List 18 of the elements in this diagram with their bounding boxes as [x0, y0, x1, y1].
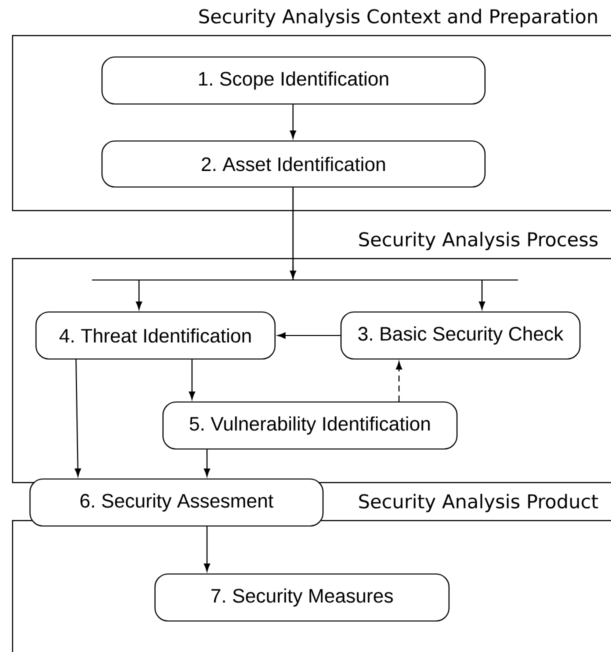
arrow	[277, 332, 340, 339]
section-heading: Security Analysis Process	[359, 232, 598, 250]
process-box: 2. Asset Identification	[101, 140, 486, 188]
arrow	[204, 450, 210, 477]
arrow	[290, 104, 296, 139]
process-box: 7. Security Measures	[154, 573, 450, 622]
arrow	[188, 360, 196, 400]
process-box: 6. Security Assesment	[29, 478, 324, 527]
arrow	[292, 188, 486, 310]
section-heading: Security Analysis Context and Preparation	[199, 8, 597, 28]
arrow	[204, 526, 210, 572]
process-box: 3. Basic Security Check	[340, 311, 581, 360]
arrow	[396, 361, 402, 402]
arrow	[74, 360, 81, 477]
section-heading: Security Analysis Product	[359, 494, 598, 512]
process-box: 1. Scope Identification	[101, 56, 486, 105]
process-box: 5. Vulnerability Identification	[162, 401, 458, 450]
process-box: 4. Threat Identification	[35, 311, 276, 360]
